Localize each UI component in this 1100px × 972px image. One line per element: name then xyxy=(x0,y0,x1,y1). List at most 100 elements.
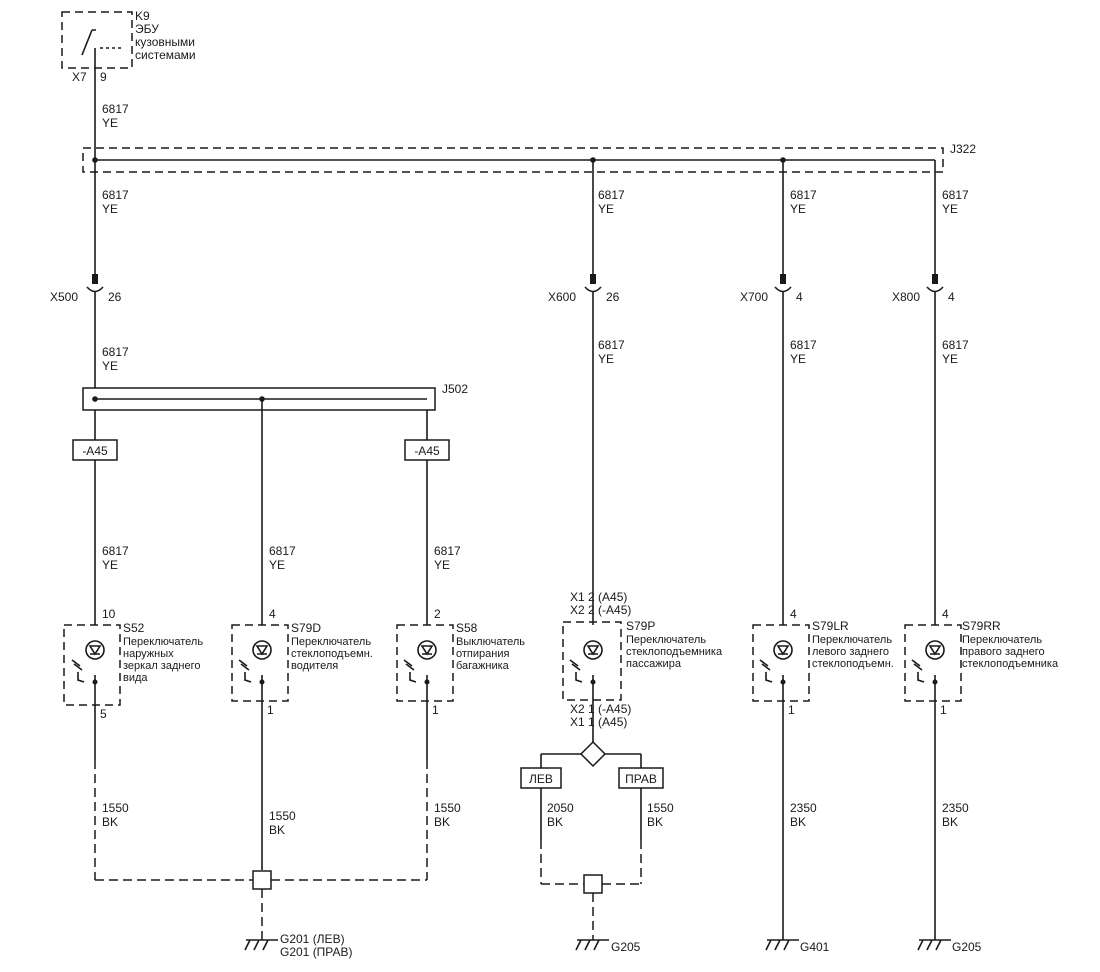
wire-s79rr-in-circuit: 6817 xyxy=(942,338,969,352)
switch-s79rr-ref: S79RR xyxy=(962,619,1001,633)
switch-s52-pin-top: 10 xyxy=(102,607,116,621)
switch-s79p-name-3: пассажира xyxy=(626,658,682,670)
switch-s79p-light-rays xyxy=(569,659,581,671)
wire-left-option-color: BK xyxy=(547,815,563,829)
switch-s52-name-4: вида xyxy=(123,672,148,684)
wire-right-option-circuit: 1550 xyxy=(647,801,674,815)
wire-s79d-out-color: BK xyxy=(269,823,285,837)
option-tag-left-text: ЛЕВ xyxy=(529,772,553,786)
wire-s79lr-in-circuit: 6817 xyxy=(790,338,817,352)
switch-s79rr-contact xyxy=(917,672,936,701)
ground-splice-g201 xyxy=(252,870,272,890)
option-tag-right: ПРАВ xyxy=(618,767,664,789)
switch-s52-pin-bottom: 5 xyxy=(100,707,107,721)
splice-j322-box xyxy=(82,147,944,173)
wire-s79p-in-circuit: 6817 xyxy=(598,338,625,352)
wire-x500-in-color: YE xyxy=(102,202,118,216)
switch-s79p-pin-bottom-2: X1 1 (A45) xyxy=(570,715,627,729)
ground-g201-left-label: G201 (ЛЕВ) xyxy=(280,932,345,946)
splice-j322-label: J322 xyxy=(950,142,976,156)
splice-j502: J502 xyxy=(82,382,468,411)
module-k9-box xyxy=(61,11,133,69)
switch-s79rr-pin-bottom: 1 xyxy=(940,703,947,717)
wire-s79lr-out-circuit: 2350 xyxy=(790,801,817,815)
ground-g205-center-icon xyxy=(575,939,609,951)
switch-s79d-ref: S79D xyxy=(291,621,321,635)
connector-x800-pin xyxy=(932,274,938,284)
switch-s79d-led-icon xyxy=(255,645,269,656)
connector-x600: X600 26 xyxy=(548,274,620,304)
wire-s58-in-circuit: 6817 xyxy=(434,544,461,558)
switch-s79d-lamp-icon xyxy=(252,640,272,660)
option-split-diamond xyxy=(540,740,642,768)
wire-x600-in-color: YE xyxy=(598,202,614,216)
switch-s79p-ref: S79P xyxy=(626,619,655,633)
switch-s58-name-2: отпирания xyxy=(456,648,509,660)
module-k9-name-line-3: системами xyxy=(135,48,196,62)
switch-s58-box xyxy=(396,624,454,702)
switch-s58-contact xyxy=(409,672,428,701)
wire-k9-color: YE xyxy=(102,116,118,130)
switch-s52-name-2: наружных xyxy=(123,648,174,660)
ground-g201-right-label: G201 (ПРАВ) xyxy=(280,945,353,959)
switch-s58: 2 1 S58 Выключатель отпирания багажника xyxy=(396,607,525,717)
switch-s52-name-1: Переключатель xyxy=(123,636,203,648)
wire-s79d-in-color: YE xyxy=(269,558,285,572)
switch-s79rr-lamp-icon xyxy=(925,640,945,660)
switch-s79rr: 4 1 S79RR Переключатель правого заднего … xyxy=(904,607,1059,717)
switch-s79rr-box xyxy=(904,624,962,702)
switch-s79p: X1 2 (A45) X2 2 (-A45) X2 1 (-A45) X1 1 … xyxy=(562,590,723,742)
switch-s79lr-box xyxy=(752,624,810,702)
ground-g205-center-label: G205 xyxy=(611,940,641,954)
switch-s79p-box xyxy=(562,621,622,701)
switch-s52-led-icon xyxy=(88,645,102,656)
connector-x700-name: X700 xyxy=(740,290,768,304)
switch-s79rr-name-3: стеклоподъемника xyxy=(962,658,1059,670)
switch-s79d-name-2: стеклоподъемн. xyxy=(291,648,373,660)
connector-x700-pin xyxy=(780,274,786,284)
switch-s79p-name-2: стеклоподъемника xyxy=(626,646,723,658)
switch-s79d: 4 1 S79D Переключатель стеклоподъемн. во… xyxy=(231,607,373,717)
connector-x500-pin-number: 26 xyxy=(108,290,122,304)
switch-s52: 10 5 S52 Переключатель наружных зеркал з… xyxy=(63,607,203,721)
module-k9: K9 ЭБУ кузовными системами X7 9 xyxy=(61,9,196,84)
switch-s52-lamp-icon xyxy=(85,640,105,660)
switch-s58-light-rays xyxy=(403,659,415,671)
splice-j502-label: J502 xyxy=(442,382,468,396)
wire-right-option-color: BK xyxy=(647,815,663,829)
option-tag-right-text: ПРАВ xyxy=(625,772,657,786)
module-k9-name-line-1: ЭБУ xyxy=(135,22,159,36)
switch-s58-pin-top: 2 xyxy=(434,607,441,621)
switch-s79rr-name-1: Переключатель xyxy=(962,634,1042,646)
switch-s79lr-lamp-icon xyxy=(773,640,793,660)
wire-s79rr-out-circuit: 2350 xyxy=(942,801,969,815)
wire-s52-in-circuit: 6817 xyxy=(102,544,129,558)
switch-s79p-contact xyxy=(575,672,594,742)
switch-s79lr-name-2: левого заднего xyxy=(812,646,889,658)
wire-k9-circuit: 6817 xyxy=(102,102,129,116)
switch-s79lr-ref: S79LR xyxy=(812,619,849,633)
wire-x700-in-color: YE xyxy=(790,202,806,216)
switch-s58-pin-bottom: 1 xyxy=(432,703,439,717)
switch-s79lr-pin-bottom: 1 xyxy=(788,703,795,717)
switch-s79rr-contact-node xyxy=(932,679,938,685)
wire-s58-out-color: BK xyxy=(434,815,450,829)
switch-s52-contact xyxy=(77,672,96,705)
connector-x800-name: X800 xyxy=(892,290,920,304)
switch-s79d-light-rays xyxy=(238,659,250,671)
splice-j502-node-1 xyxy=(92,396,98,402)
wire-s79lr-out-color: BK xyxy=(790,815,806,829)
switch-s52-box xyxy=(63,624,121,706)
connector-x700-socket xyxy=(774,286,792,293)
wire-s79p-in-color: YE xyxy=(598,352,614,366)
switch-s79d-box xyxy=(231,624,289,702)
switch-s79p-pin-bottom-1: X2 1 (-A45) xyxy=(570,702,631,716)
module-k9-ref: K9 xyxy=(135,9,150,23)
switch-s79lr-contact-node xyxy=(780,679,786,685)
module-k9-connector: X7 xyxy=(72,70,87,84)
wire-x500-out-color: YE xyxy=(102,359,118,373)
switch-s79rr-pin-top: 4 xyxy=(942,607,949,621)
switch-s79d-pin-top: 4 xyxy=(269,607,276,621)
switch-s79p-pin-top-1: X1 2 (A45) xyxy=(570,590,627,604)
option-tag-a45-right: -A45 xyxy=(404,439,450,461)
